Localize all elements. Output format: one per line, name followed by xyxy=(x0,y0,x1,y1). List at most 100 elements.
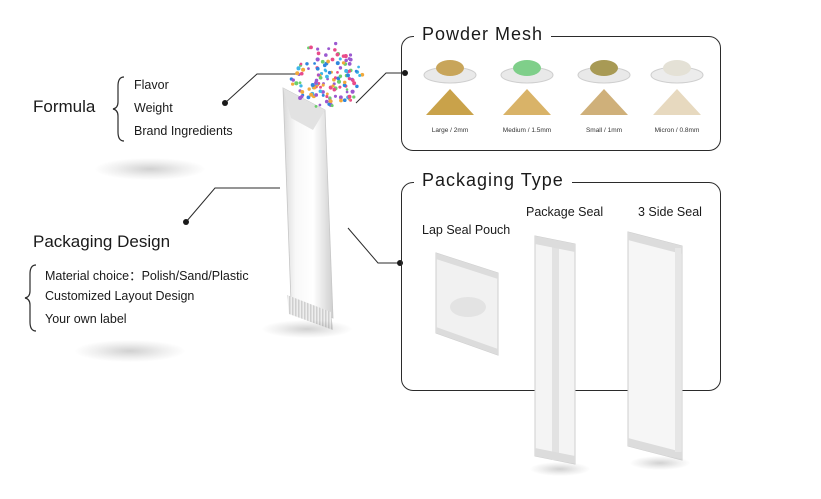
packaging-type-title: Packaging Type xyxy=(414,170,572,191)
particle-dot xyxy=(358,74,362,77)
particle-dot xyxy=(345,88,349,91)
particle-dot xyxy=(325,94,329,99)
packaging-design-title: Packaging Design xyxy=(33,232,171,251)
formula-brace xyxy=(112,76,125,142)
particle-dot xyxy=(338,66,343,70)
particle-dot xyxy=(326,59,330,64)
packaging-design-brace xyxy=(24,264,37,332)
particle-dot xyxy=(344,58,348,63)
particle-dot xyxy=(348,57,353,62)
particle-dot xyxy=(338,95,343,100)
pack-shadow-2 xyxy=(630,456,690,470)
particle-dot xyxy=(344,69,349,73)
powder-pile-icon xyxy=(653,89,701,115)
particle-dot xyxy=(338,74,343,78)
mesh-sample-micron: Micron / 0.8mm xyxy=(647,55,707,141)
particle-dot xyxy=(291,78,295,82)
lap-seal-pouch-illustration xyxy=(435,252,499,356)
particle-dot xyxy=(300,89,305,94)
particle-dot xyxy=(318,75,323,80)
particle-dot xyxy=(328,96,332,100)
particle-dot xyxy=(347,69,351,73)
particle-dot xyxy=(319,85,322,89)
particle-dot xyxy=(307,67,310,71)
powder-mesh-panel xyxy=(401,36,721,151)
particle-dot xyxy=(299,71,304,76)
particle-dot xyxy=(309,92,314,97)
particle-dot xyxy=(324,99,329,104)
particle-dot xyxy=(341,54,346,58)
bowl-icon xyxy=(577,60,631,84)
particle-dot xyxy=(314,93,319,97)
sachet-shadow xyxy=(262,320,352,338)
particle-dot xyxy=(325,74,329,79)
particle-dot xyxy=(341,61,346,65)
particle-dot xyxy=(360,72,365,77)
powder-mesh-title: Powder Mesh xyxy=(414,24,552,45)
mesh-sample-small: Small / 1mm xyxy=(574,55,634,141)
particle-dot xyxy=(327,70,332,75)
particle-dot xyxy=(298,81,302,85)
particle-dot xyxy=(354,69,358,73)
particle-dot xyxy=(345,90,349,94)
mesh-sample-large: Large / 2mm xyxy=(420,55,480,141)
formula-item-flavor: Flavor xyxy=(134,78,169,92)
powder-pile-icon xyxy=(580,89,628,115)
mesh-label-micron: Micron / 0.8mm xyxy=(654,127,700,134)
particle-dot xyxy=(323,68,327,72)
particle-dot xyxy=(316,47,320,51)
particle-dot xyxy=(324,53,328,57)
particle-dot xyxy=(339,98,343,103)
particle-dot xyxy=(321,93,325,97)
particle-dot xyxy=(291,82,295,86)
particle-dot xyxy=(322,63,327,68)
particle-dot xyxy=(350,89,355,94)
particle-dot xyxy=(327,102,331,106)
particle-dot xyxy=(299,84,303,88)
particle-dot xyxy=(333,94,338,98)
mesh-label-small: Small / 1mm xyxy=(585,127,623,134)
pile-shape xyxy=(426,89,474,115)
sachet-illustration xyxy=(282,41,365,330)
particle-dot xyxy=(347,94,352,99)
particle-dot xyxy=(327,47,331,51)
pack-label-package-seal: Package Seal xyxy=(526,205,604,219)
particle-dot xyxy=(298,96,303,100)
formula-title: Formula xyxy=(33,97,96,116)
particle-dot xyxy=(352,95,356,99)
mesh-label-large: Large / 2mm xyxy=(431,127,469,134)
packaging-design-item-material: Material choice：Polish/Sand/Plastic xyxy=(45,269,249,283)
pack-shadow-1 xyxy=(530,462,590,476)
packaging-design-shadow xyxy=(75,340,185,362)
particle-dot xyxy=(330,104,334,108)
powder-pile-icon xyxy=(426,89,474,115)
particle-dot xyxy=(348,53,353,57)
particle-dot xyxy=(332,87,337,92)
particle-dot xyxy=(347,61,352,66)
formula-item-weight: Weight xyxy=(134,101,173,115)
particle-dot xyxy=(336,70,339,74)
particle-dot xyxy=(294,81,299,86)
mesh-label-medium: Medium / 1.5mm xyxy=(502,127,552,134)
particle-dot xyxy=(351,78,355,83)
bowl-icon xyxy=(423,60,477,84)
particle-dot xyxy=(314,81,318,85)
particle-dot xyxy=(318,103,322,107)
particle-dot xyxy=(305,62,309,66)
bowl-icon xyxy=(500,60,554,84)
particle-dot xyxy=(342,83,347,88)
pack-label-lap-seal: Lap Seal Pouch xyxy=(422,223,511,237)
powder-pile-icon xyxy=(503,89,551,115)
particle-dot xyxy=(306,95,311,100)
particle-dot xyxy=(320,59,325,64)
particle-dot xyxy=(307,87,311,91)
particle-dot xyxy=(335,61,340,66)
particle-dot xyxy=(352,81,357,86)
particle-dot xyxy=(309,45,313,50)
particle-dot xyxy=(316,51,321,56)
particle-dot xyxy=(310,82,315,88)
particle-dot xyxy=(333,48,337,52)
particle-dot xyxy=(347,77,352,81)
formula-item-brand: Brand Ingredients xyxy=(134,124,233,138)
particle-dot xyxy=(328,99,333,104)
